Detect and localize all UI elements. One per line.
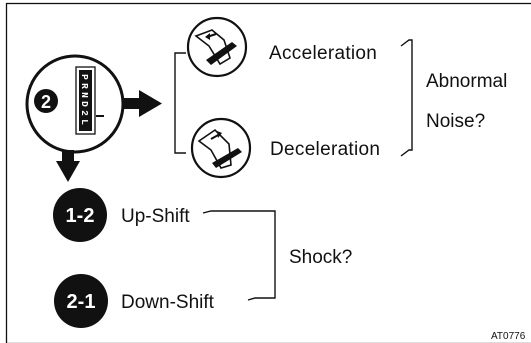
shift-lever-illustration: 2 P R N D 2 L	[25, 54, 125, 154]
noise-question-label: Noise?	[426, 111, 485, 132]
gear-position-n: N	[79, 92, 90, 98]
arrow-right	[123, 90, 162, 117]
deceleration-label: Deceleration	[270, 139, 380, 160]
figure-code: AT0776	[491, 331, 526, 342]
gear-position-l: L	[79, 119, 90, 125]
abnormal-label: Abnormal	[426, 71, 507, 92]
gear-positions: P R N D 2 L	[79, 74, 90, 125]
upshift-label: Up-Shift	[121, 206, 190, 227]
step-badge: 2	[41, 92, 51, 112]
gear-position-d: D	[79, 101, 90, 107]
accelerator-released-icon	[190, 117, 252, 179]
accelerator-pressed-icon	[186, 16, 248, 78]
figure-frame	[5, 2, 531, 343]
acceleration-label: Acceleration	[269, 43, 377, 64]
downshift-label: Down-Shift	[121, 292, 215, 313]
noise-bracket	[400, 39, 413, 157]
gear-selector-pointer	[96, 115, 104, 117]
downshift-badge: 2-1	[54, 274, 108, 328]
shock-bracket	[202, 210, 276, 301]
gear-position-2: 2	[79, 110, 90, 116]
arrow-down	[56, 150, 80, 182]
upshift-badge-text: 1-2	[66, 205, 95, 227]
pedal-branch-bracket	[174, 52, 186, 154]
step-badge-circle	[34, 89, 58, 113]
shock-question-label: Shock?	[289, 247, 352, 268]
gear-position-r: R	[79, 83, 90, 89]
upshift-badge: 1-2	[53, 188, 107, 242]
gear-position-p: P	[79, 74, 90, 80]
gear-indicator-strip	[79, 70, 92, 131]
downshift-badge-text: 2-1	[67, 291, 96, 313]
